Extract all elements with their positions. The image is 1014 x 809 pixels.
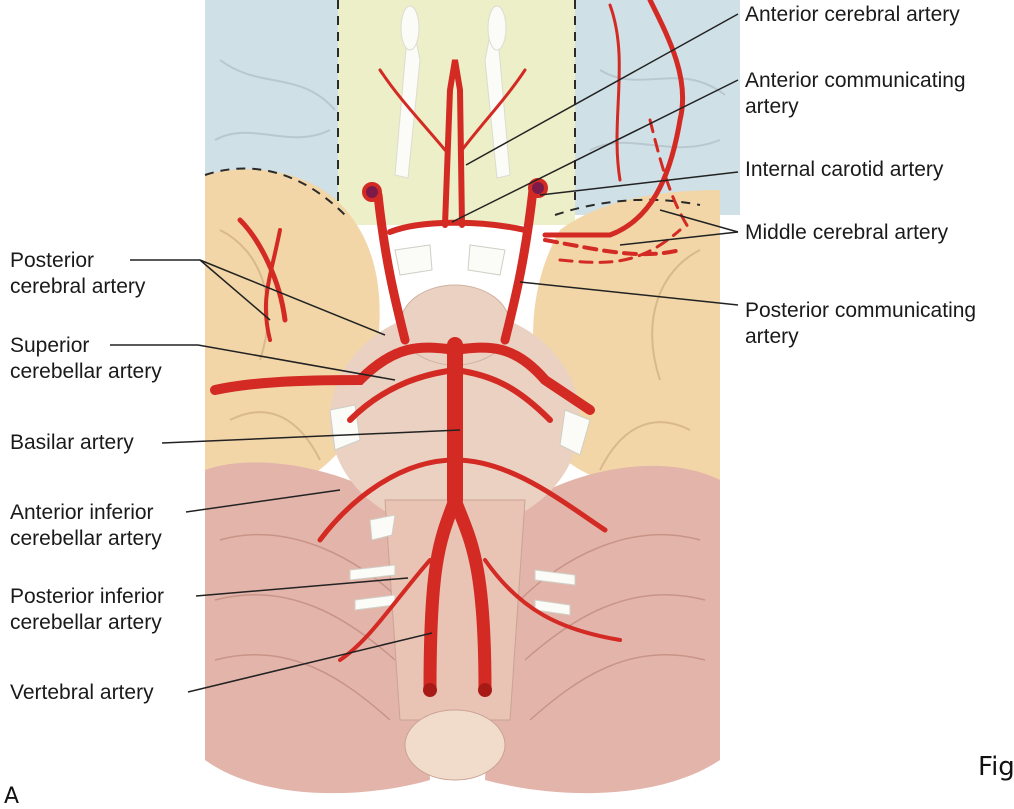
label-vertebral-artery: Vertebral artery: [10, 681, 154, 704]
label-line: artery: [745, 325, 799, 348]
arteries: [210, 0, 692, 697]
label-line: Posterior communicating: [745, 299, 977, 322]
leader-lines: [110, 13, 739, 693]
label-line: Posterior: [10, 249, 95, 272]
cerebellum: [205, 462, 720, 794]
label-line: cerebellar artery: [10, 527, 162, 550]
label-middle-cerebral-artery: Middle cerebral artery: [745, 221, 949, 244]
label-anterior-inferior-cerebellar-artery: Anterior inferior cerebellar artery: [10, 500, 162, 552]
label-basilar-artery: Basilar artery: [10, 431, 134, 454]
cranial-nerves: [329, 244, 591, 616]
label-anterior-cerebral-artery: Anterior cerebral artery: [745, 3, 960, 26]
label-internal-carotid-artery: Internal carotid artery: [745, 158, 944, 181]
figure-tag: Fig: [978, 752, 1014, 782]
label-line: Anterior communicating: [745, 69, 966, 92]
label-line: Anterior inferior: [10, 501, 154, 524]
label-line: cerebellar artery: [10, 611, 162, 634]
label-line: Superior: [10, 334, 90, 357]
label-posterior-communicating-artery: Posterior communicating artery: [745, 298, 976, 350]
label-posterior-cerebral-artery: Posterior cerebral artery: [10, 248, 145, 300]
label-line: Posterior inferior: [10, 585, 165, 608]
label-line: artery: [745, 95, 799, 118]
orbital-region: [337, 0, 576, 225]
panel-letter: A: [4, 784, 20, 809]
label-superior-cerebellar-artery: Superior cerebellar artery: [10, 333, 162, 385]
label-posterior-inferior-cerebellar-artery: Posterior inferior cerebellar artery: [10, 584, 164, 636]
label-line: cerebral artery: [10, 275, 146, 298]
label-anterior-communicating-artery: Anterior communicating artery: [745, 68, 966, 120]
label-line: cerebellar artery: [10, 360, 162, 383]
